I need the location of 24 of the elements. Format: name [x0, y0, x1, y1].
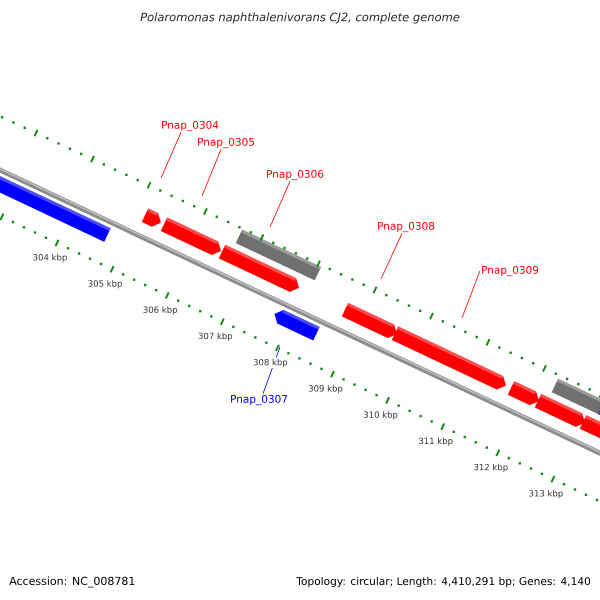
gene-label: Pnap_0305	[198, 138, 254, 148]
gene-label: Pnap_0308	[378, 222, 434, 232]
scale-label: 308 kbp	[252, 358, 289, 368]
leader-line	[380, 232, 402, 280]
scale-label: 306 kbp	[142, 305, 179, 316]
gene-label: Pnap_0309	[482, 266, 538, 276]
scale-label: 309 kbp	[307, 384, 344, 394]
title: Polaromonas naphthalenivorans CJ2, complete genome	[140, 12, 460, 24]
scale-label: 313 kbp	[528, 488, 564, 500]
gene-label: Pnap_0307	[231, 394, 288, 406]
leader-line	[462, 270, 480, 318]
scale-label: 312 kbp	[472, 462, 510, 473]
footer-text: Topology: circular; Length: 4,410,291 bp; Genes: 4,140	[296, 576, 590, 588]
leader-line	[160, 132, 182, 178]
scale-label: 310 kbp	[362, 410, 399, 420]
gene-label: Pnap_0306	[267, 170, 324, 180]
scale-label: 304 kbp	[32, 252, 68, 264]
footer-text: Accession: NC_008781	[9, 576, 134, 588]
leader-line	[202, 148, 222, 196]
leader-line	[270, 180, 290, 228]
scale-label: 307 kbp	[196, 332, 234, 342]
gene-label: Pnap_0304	[162, 120, 218, 132]
scale-label: 305 kbp	[86, 279, 124, 290]
scale-label: 311 kbp	[417, 436, 454, 447]
